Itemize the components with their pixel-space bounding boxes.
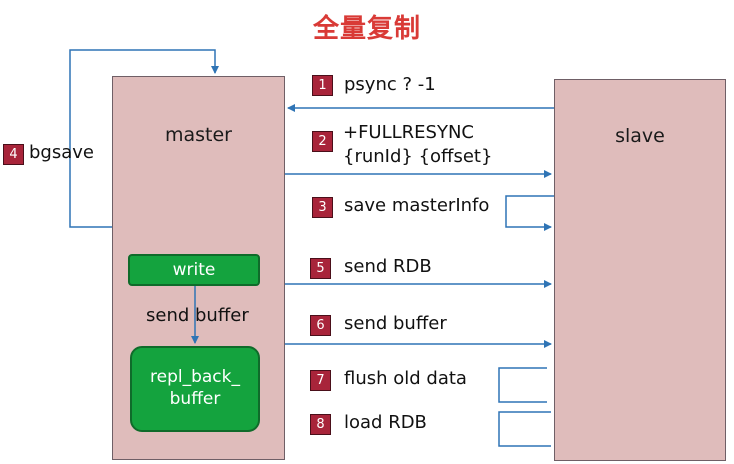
slave-box bbox=[554, 79, 726, 461]
step-8-text: load RDB bbox=[344, 412, 427, 433]
repl-back-buffer-line1: repl_back_ bbox=[150, 367, 240, 387]
step-badge-5: 5 bbox=[310, 258, 331, 279]
step-badge-7: 7 bbox=[310, 370, 331, 391]
write-box: write bbox=[128, 254, 260, 286]
diagram-title: 全量复制 bbox=[312, 14, 421, 44]
step-3-text: save masterInfo bbox=[344, 195, 490, 216]
send-buffer-internal-label: send buffer bbox=[146, 305, 249, 326]
load-rdb-loop-arrow bbox=[498, 411, 551, 447]
step-2-text-line1: +FULLRESYNC bbox=[343, 122, 475, 143]
step-badge-1: 1 bbox=[312, 75, 333, 96]
step-badge-6: 6 bbox=[310, 315, 331, 336]
bgsave-label: bgsave bbox=[29, 142, 94, 163]
step-5-text: send RDB bbox=[344, 256, 432, 277]
step-2-text-line2: {runId} {offset} bbox=[343, 146, 493, 167]
step-badge-3: 3 bbox=[312, 197, 333, 218]
step-badge-4: 4 bbox=[3, 144, 24, 165]
step-badge-2: 2 bbox=[312, 131, 333, 152]
save-masterinfo-loop-arrow bbox=[505, 195, 554, 231]
repl-back-buffer-box: repl_back_ buffer bbox=[130, 346, 260, 432]
step-6-text: send buffer bbox=[344, 313, 447, 334]
slave-label: slave bbox=[615, 125, 665, 147]
step-badge-8: 8 bbox=[310, 414, 331, 435]
flush-loop-arrow bbox=[498, 367, 547, 403]
repl-back-buffer-line2: buffer bbox=[169, 389, 221, 409]
master-label: master bbox=[164, 124, 232, 146]
bgsave-loop-arrow bbox=[69, 49, 219, 228]
step-7-text: flush old data bbox=[344, 368, 467, 389]
step-1-text: psync ? -1 bbox=[344, 74, 436, 95]
